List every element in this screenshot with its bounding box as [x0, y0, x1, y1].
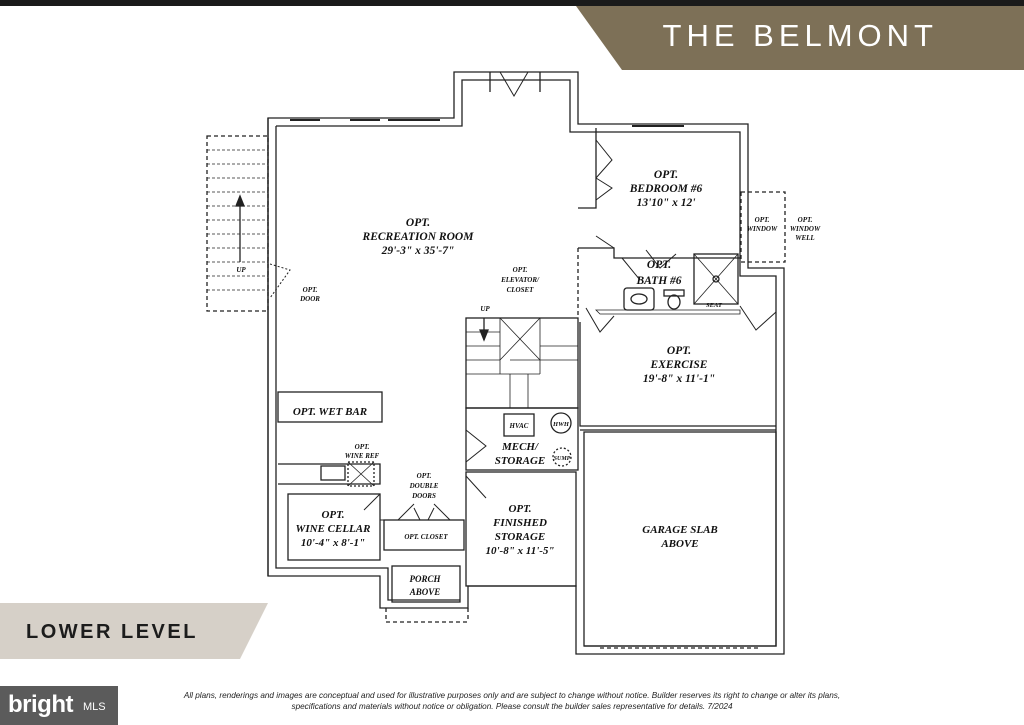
double-doors-label: DOORS	[411, 492, 436, 500]
wine-cellar-dims: 10'-4" x 8'-1"	[301, 537, 365, 549]
seat-label: SEAT	[706, 302, 723, 309]
wine-cellar-label: OPT.	[321, 509, 344, 521]
disclaimer: All plans, renderings and images are con…	[132, 690, 892, 712]
window-well-label: WINDOW	[790, 225, 821, 233]
wet-bar	[277, 391, 383, 423]
bath-label: BATH #6	[635, 275, 681, 287]
wine-cellar-label: WINE CELLAR	[296, 523, 371, 535]
stair-up-label: UP	[236, 266, 246, 274]
wet-bar-label: OPT. WET BAR	[293, 406, 367, 418]
top-rule	[0, 0, 1024, 6]
logo-suffix: MLS	[83, 701, 106, 713]
door-label: OPT.	[303, 286, 318, 294]
finished-storage-label: STORAGE	[495, 531, 546, 543]
wine-ref-label: WINE REF	[345, 452, 380, 460]
bedroom-label: OPT.	[654, 169, 678, 181]
logo-brand: bright	[8, 691, 73, 718]
porch	[391, 565, 461, 603]
disclaimer-line: specifications and materials without not…	[291, 702, 733, 711]
exercise-dims: 19'-8" x 11'-1"	[643, 373, 715, 385]
window-well	[740, 191, 786, 263]
garage	[583, 431, 777, 647]
window-label: WINDOW	[747, 225, 778, 233]
bedroom-wall	[578, 128, 597, 209]
sump-label: SUMP	[554, 456, 571, 462]
porch-label: ABOVE	[409, 587, 441, 597]
hwh-label: HWH	[552, 421, 570, 428]
wine-cellar	[287, 493, 381, 561]
bath-label: OPT.	[647, 259, 671, 271]
stair-up-label: UP	[480, 305, 490, 313]
level-banner	[0, 603, 268, 659]
finished-storage-dims: 10'-8" x 11'-5"	[485, 545, 554, 557]
window-label: OPT.	[755, 216, 770, 224]
bedroom-label: BEDROOM #6	[629, 183, 703, 195]
elevator-label: CLOSET	[507, 286, 535, 294]
finished-storage	[465, 471, 577, 587]
hvac-label: HVAC	[509, 422, 529, 430]
mech-label: MECH/	[501, 441, 539, 453]
double-doors-label: DOUBLE	[409, 482, 439, 490]
recreation-dims: 29'-3" x 35'-7"	[381, 245, 455, 257]
exterior-wall	[267, 71, 785, 655]
garage-label: ABOVE	[660, 538, 698, 550]
garage-label: GARAGE SLAB	[642, 524, 718, 536]
exercise-label: OPT.	[667, 345, 691, 357]
double-doors-label: OPT.	[417, 472, 432, 480]
disclaimer-line: All plans, renderings and images are con…	[183, 691, 841, 700]
closet-label: OPT. CLOSET	[404, 533, 448, 541]
window-well-label: OPT.	[798, 216, 813, 224]
elevator-label: OPT.	[513, 266, 528, 274]
exercise-label: EXERCISE	[650, 359, 708, 371]
bath-shower	[693, 253, 739, 305]
mech-room	[465, 407, 579, 471]
wine-ref-label: OPT.	[355, 443, 370, 451]
opt-closet	[383, 519, 465, 551]
mech-label: STORAGE	[495, 455, 546, 467]
recreation-label: RECREATION ROOM	[362, 231, 475, 243]
level-label: LOWER LEVEL	[26, 621, 198, 643]
recreation-label: OPT.	[406, 217, 430, 229]
finished-storage-label: FINISHED	[492, 517, 547, 529]
elevator-label: ELEVATOR/	[500, 276, 540, 284]
left-stair	[206, 135, 269, 312]
exercise-wall	[579, 322, 776, 431]
porch-label: PORCH	[409, 574, 441, 584]
title-banner	[576, 6, 1024, 70]
brand-logo: bright MLS	[0, 686, 118, 725]
window-well-label: WELL	[795, 234, 814, 242]
finished-storage-label: OPT.	[508, 503, 531, 515]
plan-title: THE BELMONT	[662, 18, 938, 53]
bedroom-dims: 13'10" x 12'	[637, 197, 696, 209]
door-label: DOOR	[299, 295, 320, 303]
